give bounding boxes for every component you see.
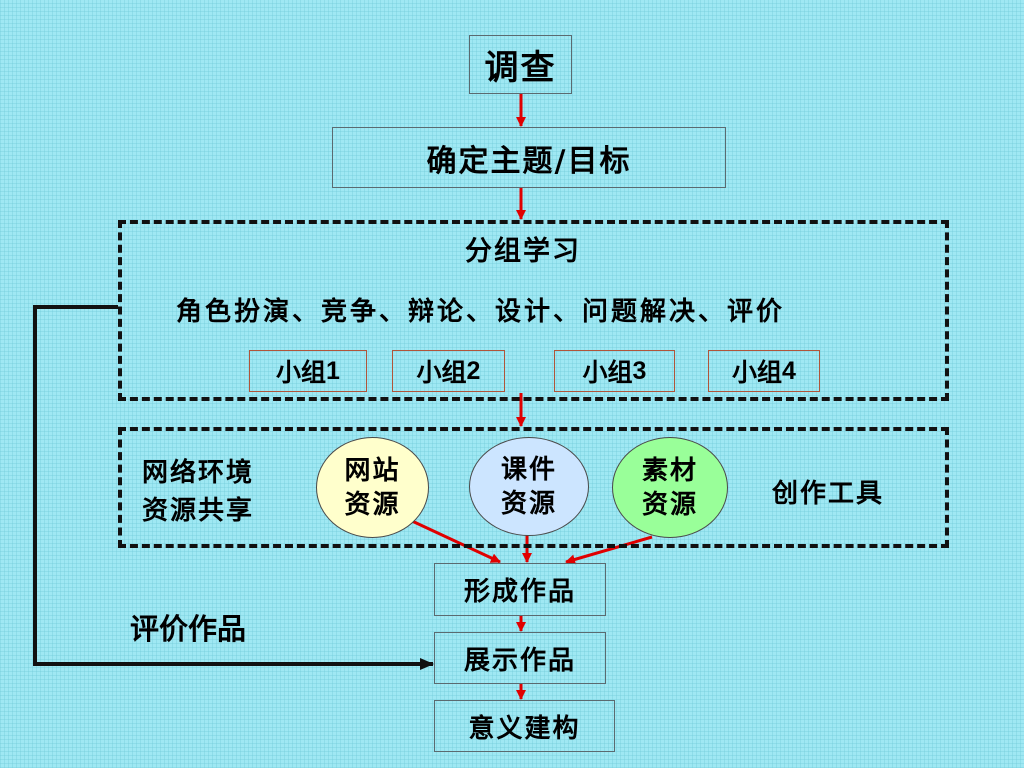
network-line-2: 资源共享 bbox=[142, 496, 255, 526]
group-learning-title: 分组学习 bbox=[465, 236, 581, 267]
material-line-2: 资源 bbox=[641, 489, 698, 520]
form-work-step: 形成作品 bbox=[434, 563, 606, 616]
material-line-1: 素材 bbox=[641, 455, 698, 486]
courseware-resource-circle: 课件 资源 bbox=[469, 437, 589, 536]
group-learning-region bbox=[118, 220, 949, 401]
group-2-prefix: 小组 bbox=[416, 358, 467, 387]
show-work-step: 展示作品 bbox=[434, 632, 606, 684]
group-4-prefix: 小组 bbox=[732, 358, 783, 387]
website-line-2: 资源 bbox=[344, 489, 401, 520]
resources-region bbox=[118, 427, 949, 548]
arrow-website-to-work bbox=[411, 519, 501, 564]
creation-tools-text: 创作工具 bbox=[772, 479, 885, 509]
material-resource-circle: 素材 资源 bbox=[612, 437, 728, 538]
group-1-number: 1 bbox=[326, 356, 340, 385]
arrow-material-to-work bbox=[565, 535, 653, 565]
group-2-number: 2 bbox=[466, 356, 481, 385]
topic-step: 确定主题/目标 bbox=[332, 127, 726, 188]
group-3-prefix: 小组 bbox=[582, 358, 633, 387]
meaning-construction-step: 意义建构 bbox=[434, 700, 615, 752]
survey-step: 调查 bbox=[469, 35, 572, 94]
courseware-line-1: 课件 bbox=[500, 454, 557, 485]
network-line-1: 网络环境 bbox=[142, 458, 255, 488]
group-1-prefix: 小组 bbox=[276, 358, 327, 387]
courseware-line-2: 资源 bbox=[500, 488, 557, 519]
feedback-label: 评价作品 bbox=[130, 612, 247, 646]
feedback-arrow bbox=[33, 305, 434, 670]
website-resource-circle: 网站 资源 bbox=[316, 437, 429, 538]
group-4-number: 4 bbox=[782, 356, 796, 385]
group-3-number: 3 bbox=[632, 356, 647, 385]
website-line-1: 网站 bbox=[344, 455, 401, 486]
activities-text: 角色扮演、竞争、辩论、设计、问题解决、评价 bbox=[176, 297, 786, 327]
network-text: 网络环境 资源共享 bbox=[142, 454, 254, 530]
